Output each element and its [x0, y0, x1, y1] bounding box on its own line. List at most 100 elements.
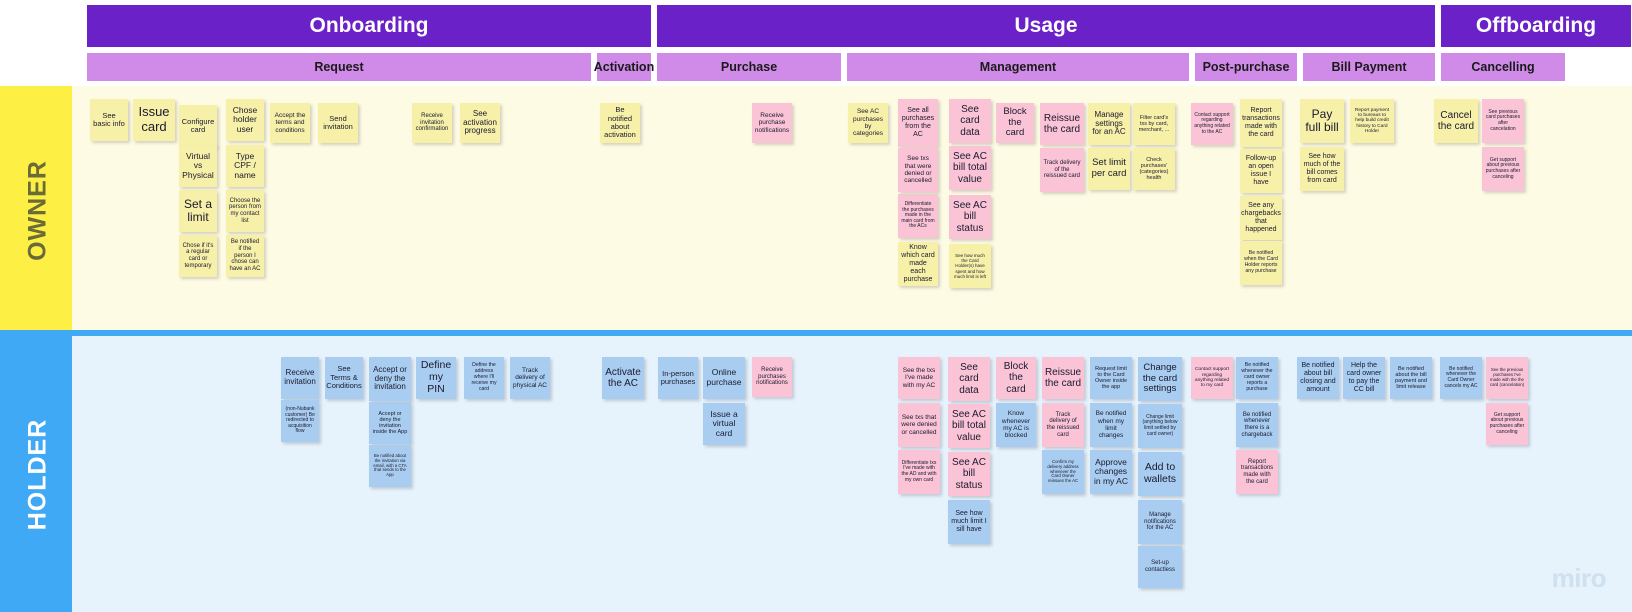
- sticky-note[interactable]: See previous card purchases after cancel…: [1482, 99, 1524, 143]
- sticky-note[interactable]: Accept or deny the invitation inside the…: [369, 402, 411, 444]
- sticky-note[interactable]: See AC bill total value: [949, 146, 991, 190]
- sticky-note[interactable]: Differentiate txs I've made with the AD …: [898, 450, 940, 494]
- sticky-note[interactable]: Approve changes in my AC: [1090, 450, 1132, 494]
- sticky-note[interactable]: See the txs I've made with my AC: [898, 357, 940, 399]
- sticky-note[interactable]: See AC bill total value: [948, 404, 990, 448]
- sticky-note[interactable]: Receive purchase notifications: [752, 103, 792, 143]
- sticky-note[interactable]: Report transactions made with the card: [1240, 99, 1282, 147]
- sticky-note[interactable]: See the previous purchases I've made wit…: [1486, 357, 1528, 399]
- sticky-note[interactable]: Send invitation: [318, 103, 358, 143]
- sticky-note[interactable]: Help the card owner to pay the CC bill: [1343, 357, 1385, 399]
- sticky-note[interactable]: Be notified whenever the card owner repo…: [1236, 357, 1278, 399]
- sticky-note[interactable]: (non-Nubank customer) Be redirected to a…: [281, 400, 319, 442]
- sticky-note[interactable]: Be notified about bill closing and amoun…: [1297, 357, 1339, 399]
- holder-lane-background: [0, 336, 1632, 612]
- sticky-note[interactable]: Receive invitation confirmation: [412, 103, 452, 143]
- sticky-note[interactable]: Know whenever my AC is blocked: [996, 403, 1036, 447]
- sticky-note[interactable]: Differentiate the purchases made in the …: [898, 194, 938, 238]
- sticky-note[interactable]: Get support about previous purchases aft…: [1486, 403, 1528, 445]
- sticky-note[interactable]: See txs that were denied or cancelled: [898, 403, 940, 447]
- sticky-note[interactable]: Report payment to bureaus to help build …: [1350, 99, 1394, 143]
- sticky-note[interactable]: Block the card: [996, 103, 1034, 143]
- sticky-note[interactable]: See card data: [949, 99, 991, 143]
- sticky-note[interactable]: Change limit (anything below limit settl…: [1138, 404, 1182, 448]
- sticky-note[interactable]: Be notified about the invitation via ema…: [369, 445, 411, 487]
- sticky-note[interactable]: See basic info: [90, 99, 128, 141]
- sticky-note[interactable]: Check purchases' (categories) health: [1133, 148, 1175, 190]
- sticky-note[interactable]: Choose the person from my contact list: [226, 190, 264, 232]
- sticky-note[interactable]: Receive invitation: [281, 357, 319, 399]
- sticky-note[interactable]: Receive purchases notifications: [752, 357, 792, 397]
- sticky-note[interactable]: Be notified when the Card Holder reports…: [1240, 241, 1282, 285]
- sticky-note[interactable]: Reissue the card: [1040, 103, 1084, 145]
- sticky-note[interactable]: See activation progress: [460, 103, 500, 143]
- sticky-note[interactable]: Manage notifications for the AC: [1138, 500, 1182, 544]
- sticky-note[interactable]: Define my PIN: [416, 357, 456, 399]
- sticky-note[interactable]: Be notified if the person I chose can ha…: [226, 235, 264, 277]
- sticky-note[interactable]: See how much limit I sill have: [948, 500, 990, 544]
- sticky-note[interactable]: Confirm my delivery address whenever the…: [1042, 450, 1084, 494]
- sticky-note[interactable]: Accept or deny the invitation: [369, 357, 411, 401]
- sticky-note[interactable]: Set limit per card: [1088, 148, 1130, 190]
- step-header[interactable]: Post-purchase: [1194, 52, 1298, 82]
- sticky-note[interactable]: Change the card settings: [1138, 357, 1182, 401]
- sticky-note[interactable]: In-person purchases: [658, 357, 698, 399]
- sticky-note[interactable]: Be notified whenever the Card Owner canc…: [1440, 357, 1482, 399]
- sticky-note[interactable]: Define the address where I'll receive my…: [464, 357, 504, 399]
- step-header[interactable]: Activation: [594, 52, 654, 82]
- step-header[interactable]: Cancelling: [1440, 52, 1566, 82]
- sticky-note[interactable]: Cancel the card: [1434, 99, 1478, 143]
- sticky-note[interactable]: See Terms & Conditions: [325, 357, 363, 399]
- sticky-note[interactable]: Be notified whenever there is a chargeba…: [1236, 403, 1278, 447]
- sticky-note[interactable]: Activate the AC: [602, 357, 644, 399]
- sticky-note[interactable]: See txs that were denied or cancelled: [898, 148, 938, 192]
- sticky-note[interactable]: See any chargebacks that happened: [1240, 196, 1282, 240]
- sticky-note[interactable]: Know which card made each purchase: [898, 242, 938, 286]
- sticky-note[interactable]: Request limit to the Card Owner inside t…: [1090, 357, 1132, 399]
- sticky-note[interactable]: Issue card: [133, 99, 175, 141]
- sticky-note[interactable]: Contact support regarding anything relat…: [1191, 103, 1233, 145]
- sticky-note[interactable]: Report transactions made with the card: [1236, 450, 1278, 494]
- sticky-note[interactable]: Add to wallets: [1138, 452, 1182, 496]
- sticky-note[interactable]: See how much of the bill comes from card: [1300, 147, 1344, 191]
- sticky-note[interactable]: Online purchase: [703, 357, 745, 399]
- sticky-note[interactable]: Set-up contactless: [1138, 546, 1182, 588]
- phase-header[interactable]: Offboarding: [1440, 4, 1632, 48]
- sticky-note[interactable]: Accept the terms and conditions: [270, 103, 310, 143]
- step-header[interactable]: Request: [86, 52, 592, 82]
- sticky-note[interactable]: Set a limit: [179, 190, 217, 232]
- holder-lane-tab: [0, 336, 72, 612]
- sticky-note[interactable]: See AC purchases by categories: [848, 103, 888, 143]
- step-header[interactable]: Bill Payment: [1302, 52, 1436, 82]
- sticky-note[interactable]: Pay full bill: [1300, 99, 1344, 143]
- sticky-note[interactable]: Track delivery of the reissued card: [1042, 403, 1084, 447]
- sticky-note[interactable]: Chose holder user: [226, 99, 264, 141]
- sticky-note[interactable]: Virtual vs Physical: [179, 145, 217, 187]
- sticky-note[interactable]: Block the card: [996, 357, 1036, 399]
- phase-header[interactable]: Onboarding: [86, 4, 652, 48]
- sticky-note[interactable]: Get support about previous purchases aft…: [1482, 147, 1524, 191]
- sticky-note[interactable]: See card data: [948, 357, 990, 401]
- sticky-note[interactable]: Follow-up an open issue I have: [1240, 149, 1282, 193]
- sticky-note[interactable]: See AC bill status: [949, 195, 991, 239]
- sticky-note[interactable]: Be notified about activation: [600, 103, 640, 143]
- step-header[interactable]: Purchase: [656, 52, 842, 82]
- sticky-note[interactable]: Be notified about the bill payment and l…: [1390, 357, 1432, 399]
- sticky-note[interactable]: Manage settings for an AC: [1088, 103, 1130, 145]
- sticky-note[interactable]: Contact support regarding anything relat…: [1191, 357, 1233, 399]
- sticky-note[interactable]: See all purchases from the AC: [898, 99, 938, 147]
- sticky-note[interactable]: Track delivery of physical AC: [510, 357, 550, 399]
- sticky-note[interactable]: Configure card: [179, 105, 217, 147]
- sticky-note[interactable]: See AC bill status: [948, 452, 990, 496]
- sticky-note[interactable]: Filter card's txs by card, merchant, ...: [1133, 103, 1175, 145]
- sticky-note[interactable]: Track delivery of the reissued card: [1040, 148, 1084, 192]
- sticky-note[interactable]: See how much the Card Holder(s) have spe…: [949, 244, 991, 288]
- step-header[interactable]: Management: [846, 52, 1190, 82]
- sticky-note[interactable]: Reissue the card: [1042, 357, 1084, 399]
- sticky-note[interactable]: Chose if it's a regular card or temporar…: [179, 235, 217, 277]
- sticky-note[interactable]: Be notified when my limit changes: [1090, 403, 1132, 447]
- sticky-note[interactable]: Type CPF / name: [226, 145, 264, 187]
- sticky-note[interactable]: Issue a virtual card: [703, 403, 745, 445]
- phase-header[interactable]: Usage: [656, 4, 1436, 48]
